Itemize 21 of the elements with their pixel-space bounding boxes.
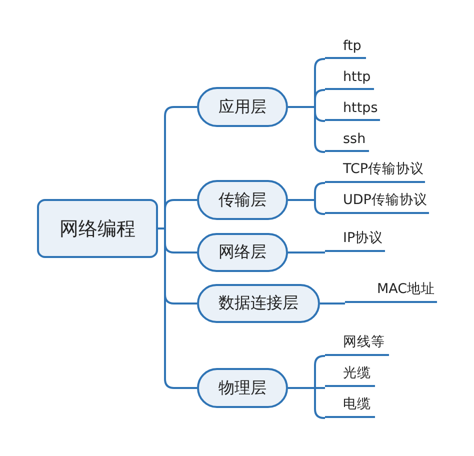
topic-pill: 数据连接层 [197, 284, 320, 323]
topic-pill: 应用层 [197, 87, 288, 127]
topic-pill: 传输层 [197, 180, 288, 220]
subtopic-label: https [325, 97, 380, 121]
root-topic-box: 网络编程 [37, 199, 158, 258]
subtopic-label: http [325, 66, 374, 90]
connector-line [158, 228, 197, 389]
connector-line [288, 199, 326, 215]
topic-pill: 物理层 [197, 368, 288, 408]
subtopic-label: TCP传输协议 [325, 159, 425, 183]
subtopic-label: 网线等 [325, 332, 389, 356]
connector-line [320, 302, 345, 304]
subtopic-label: 电缆 [325, 394, 375, 418]
connector-line [288, 252, 325, 254]
subtopic-label: ftp [325, 35, 366, 59]
subtopic-label: IP协议 [325, 228, 385, 252]
subtopic-label: UDP传输协议 [325, 190, 429, 214]
subtopic-label: 光缆 [325, 363, 375, 387]
topic-pill: 网络层 [197, 233, 288, 272]
subtopic-label: ssh [325, 128, 369, 152]
subtopic-label: MAC地址 [345, 279, 437, 303]
